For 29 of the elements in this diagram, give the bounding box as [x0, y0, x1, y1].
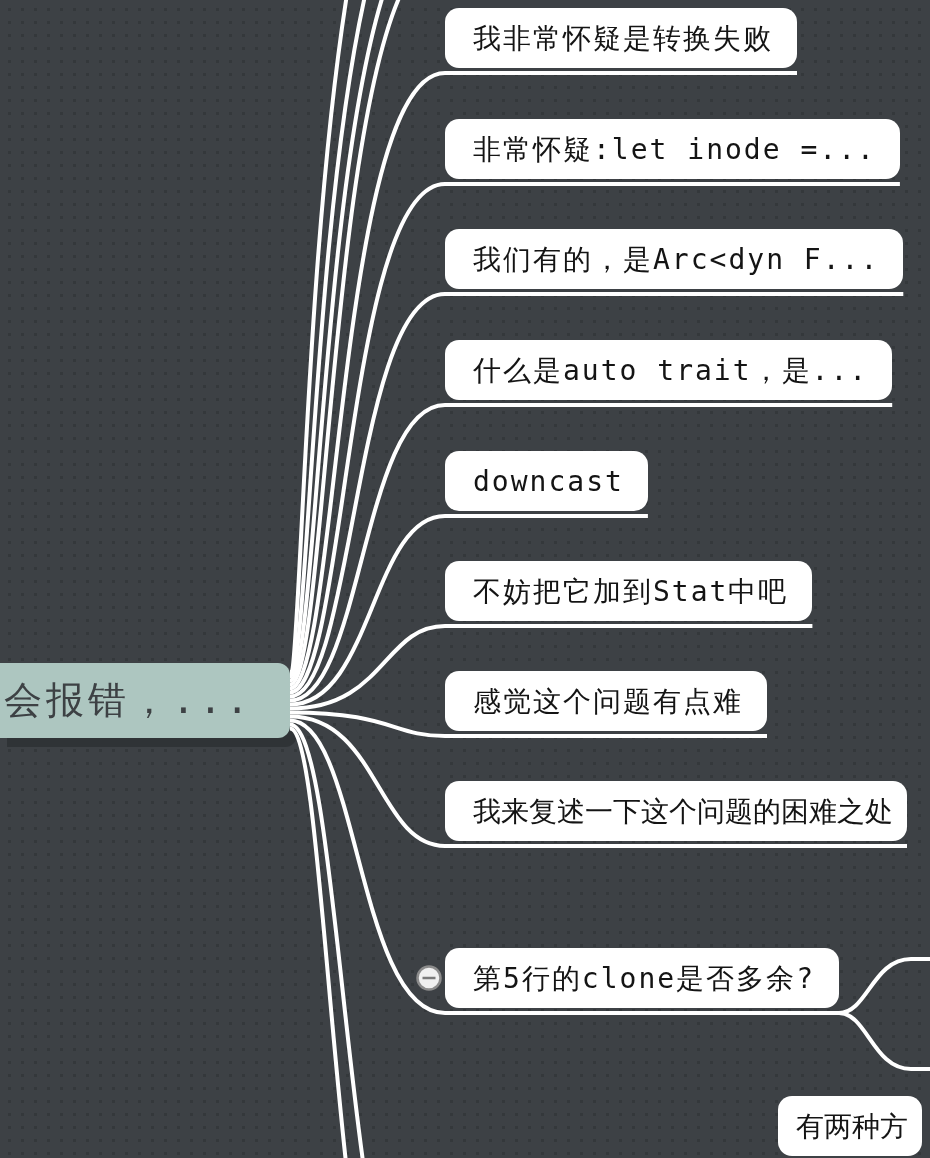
topic-text: 我们有的，是Arc<dyn F... — [473, 241, 880, 277]
branch-line — [289, 718, 839, 1015]
branch-line — [289, 292, 904, 699]
topic-text: 感觉这个问题有点难 — [473, 683, 743, 719]
topic-text: 我非常怀疑是转换失败 — [473, 20, 773, 56]
branch-line — [289, 403, 893, 703]
topic-text: 会报错，... — [4, 676, 253, 724]
topic-text: 非常怀疑:let inode =... — [473, 131, 876, 167]
branch-line — [289, 624, 813, 711]
subtopic-box — [445, 781, 907, 841]
branch-line — [289, 514, 648, 707]
branch-line — [838, 1011, 930, 1071]
subtopic-box — [445, 671, 767, 731]
topic-text: 不妨把它加到Stat中吧 — [473, 573, 789, 609]
subtopic-box — [445, 8, 797, 68]
subtopic-box — [445, 229, 904, 289]
branch-line — [289, 710, 767, 738]
topic-text: 有两种方 — [796, 1108, 908, 1144]
subtopic-box — [445, 561, 813, 621]
branch-line — [289, 714, 907, 848]
subtopic-box — [445, 948, 839, 1008]
topic-text: 我来复述一下这个问题的困难之处 — [473, 793, 893, 829]
topic-text: 第5行的clone是否多余? — [473, 960, 815, 996]
subtopic-box — [445, 340, 893, 400]
topic-text: 什么是auto trait，是... — [473, 352, 869, 388]
subtopic-box — [445, 451, 648, 511]
topic-text: downcast — [473, 463, 624, 499]
subtopic-box — [445, 119, 900, 179]
subtopic-box — [778, 1096, 922, 1156]
